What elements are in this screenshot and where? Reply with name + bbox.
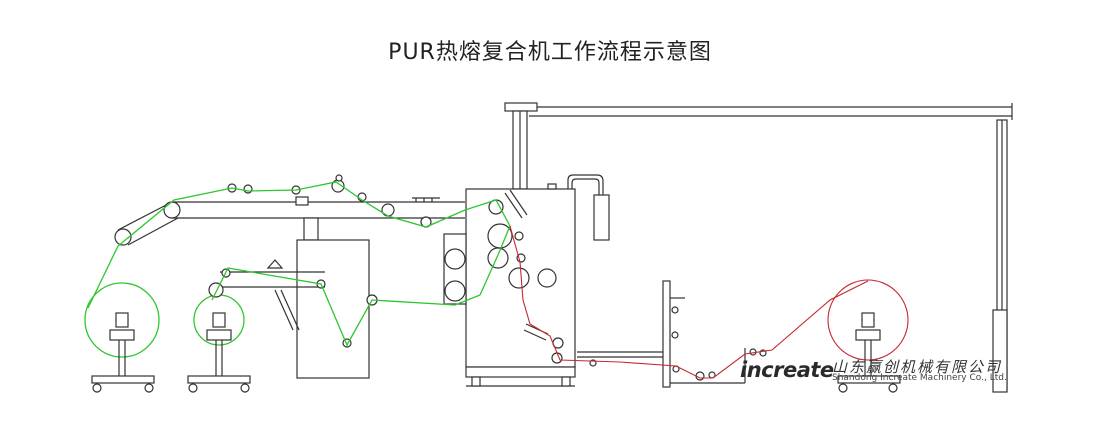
film-guide-frame [577, 280, 767, 388]
overhead-gantry [504, 102, 1013, 393]
company-name-cn: 山东赢创机械有限公司 [832, 358, 1003, 376]
company-name-en: Shandong Increate Machinery Co., Ltd. [832, 373, 1007, 383]
laminating-unit [443, 174, 610, 387]
unwind-stand-1 [84, 282, 160, 393]
upper-guide-arm [114, 174, 465, 246]
unwind-stand-2 [187, 294, 251, 393]
substrate-web-path [87, 181, 511, 347]
film-web-path [509, 225, 869, 379]
coating-station [208, 217, 378, 379]
rewind-stand [827, 279, 909, 393]
diagram-title: PUR热熔复合机工作流程示意图 [388, 40, 712, 65]
brand-logo: increate [740, 358, 834, 382]
